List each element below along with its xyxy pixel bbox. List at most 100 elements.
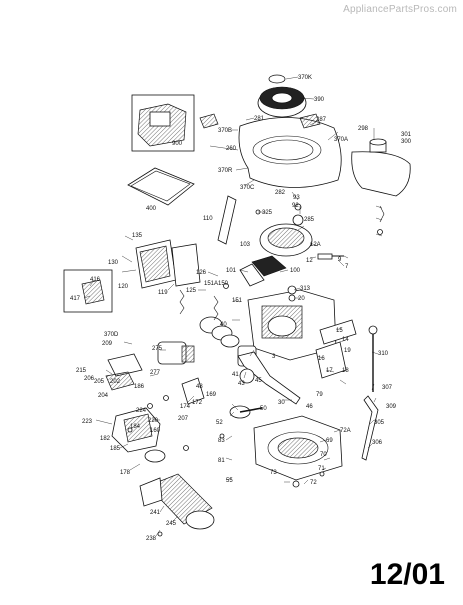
flywheel [259, 203, 313, 257]
part-label: 73 [270, 470, 277, 476]
part-label: 3 [272, 354, 276, 360]
part-label: 150 [218, 281, 229, 287]
part-label: 126 [196, 270, 207, 276]
part-label: 46 [306, 404, 313, 410]
part-label: 260 [226, 146, 237, 152]
part-label: 125 [186, 288, 197, 294]
part-label: 72A [340, 428, 351, 434]
part-label: 41 [232, 372, 239, 378]
part-label: 100 [290, 268, 301, 274]
part-label: 310 [378, 351, 389, 357]
part-label: 151 [232, 298, 243, 304]
crankshaft [237, 351, 301, 405]
part-label: 15 [336, 328, 343, 334]
part-label: 178 [120, 470, 131, 476]
part-label: 7 [345, 264, 349, 270]
part-label: 223 [82, 419, 93, 425]
part-label: 307 [382, 385, 393, 391]
part-label: 390 [314, 97, 325, 103]
part-label: 209 [102, 341, 113, 347]
part-label: 12 [306, 258, 313, 264]
part-label: 14 [342, 337, 349, 343]
part-label: 169 [206, 392, 217, 398]
part-label: 301 [401, 132, 412, 138]
part-label: 72 [310, 480, 317, 486]
part-label: 18 [342, 368, 349, 374]
part-label: 313 [300, 286, 311, 292]
part-label: 69 [326, 438, 333, 444]
part-label: 275 [152, 346, 163, 352]
part-label: 207 [178, 416, 189, 422]
part-label: 287 [316, 117, 327, 123]
part-label: 370C [240, 185, 255, 191]
spark-plug [317, 253, 344, 260]
part-label: 55 [226, 478, 233, 484]
part-label: 50 [260, 406, 267, 412]
part-label: 182 [100, 436, 111, 442]
part-label: 12A [310, 242, 321, 248]
part-label: 9 [338, 257, 342, 263]
part-label: 186 [134, 384, 145, 390]
part-label: 224 [136, 408, 147, 414]
part-label: 83 [218, 438, 225, 444]
part-label: 325 [262, 210, 273, 216]
part-label: 277 [150, 370, 161, 376]
part-label: 110 [203, 216, 213, 222]
part-label: 370K [298, 75, 312, 81]
part-label: 93 [293, 195, 300, 201]
part-label: 48 [196, 384, 203, 390]
part-label: 92 [292, 203, 299, 209]
part-label: 370B [218, 128, 232, 134]
part-label: 238 [146, 536, 157, 542]
blower-housing [199, 113, 342, 188]
leader-lines [83, 76, 383, 537]
part-label: 119 [158, 290, 168, 296]
right-side-bracket [315, 205, 385, 379]
part-label: 400 [146, 206, 157, 212]
part-label: 70 [320, 452, 327, 458]
part-label: 174 [180, 404, 191, 410]
part-label: 370R [218, 168, 233, 174]
air-filter [139, 473, 215, 530]
part-label: 202 [110, 379, 121, 385]
engine-assembly-inset [131, 94, 195, 152]
part-label: 215 [76, 368, 87, 374]
part-label: 103 [240, 242, 251, 248]
part-label: 120 [118, 284, 129, 290]
part-label: 205 [94, 379, 105, 385]
heat-shield [181, 377, 205, 405]
watermark: AppliancePartsPros.com [343, 4, 457, 15]
part-label: 45 [255, 378, 262, 384]
part-label: 305 [374, 420, 385, 426]
part-label: 172 [192, 400, 203, 406]
recoil-starter [257, 74, 307, 118]
governor-linkage [105, 353, 143, 391]
part-label: 306 [372, 440, 383, 446]
valve-springs [179, 285, 297, 321]
part-label: 309 [386, 404, 397, 410]
part-label: 370A [334, 137, 348, 143]
part-label: 19 [344, 348, 351, 354]
part-label: 417 [70, 296, 81, 302]
breather-inset [63, 269, 113, 313]
ignition-module [239, 255, 287, 287]
dipstick-tube [361, 395, 379, 461]
part-label: 151A [204, 281, 218, 287]
date-stamp: 12/01 [369, 558, 445, 591]
part-label: 370D [104, 332, 119, 338]
part-label: 204 [98, 393, 109, 399]
part-label: 282 [275, 190, 286, 196]
part-label: 298 [358, 126, 369, 132]
part-label: 20 [298, 296, 305, 302]
part-number-labels: 370K 390 281 370B 287 370A 298 301 300 9… [70, 75, 412, 542]
part-label: 160 [150, 428, 161, 434]
part-label: 300 [401, 139, 412, 145]
part-label: 43 [238, 381, 245, 387]
part-label: 101 [226, 268, 237, 274]
part-label: 184 [130, 424, 141, 430]
throttle-bracket [217, 195, 237, 245]
part-label: 79 [316, 392, 323, 398]
part-label: 220 [148, 418, 159, 424]
part-label: 71 [318, 466, 325, 472]
